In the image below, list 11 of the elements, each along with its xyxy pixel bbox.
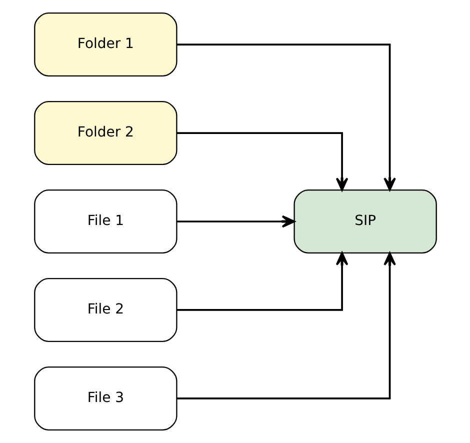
arrow <box>176 44 396 191</box>
arrow <box>176 215 295 228</box>
arrow <box>176 132 348 191</box>
node-box: Folder 1 <box>34 12 177 77</box>
node-box: File 2 <box>34 278 177 342</box>
arrow <box>176 252 396 400</box>
node-box: Folder 2 <box>34 101 177 166</box>
node-box: SIP <box>293 189 436 254</box>
arrow <box>176 252 348 311</box>
node-box: File 3 <box>34 366 177 430</box>
node-box: File 1 <box>34 189 177 254</box>
